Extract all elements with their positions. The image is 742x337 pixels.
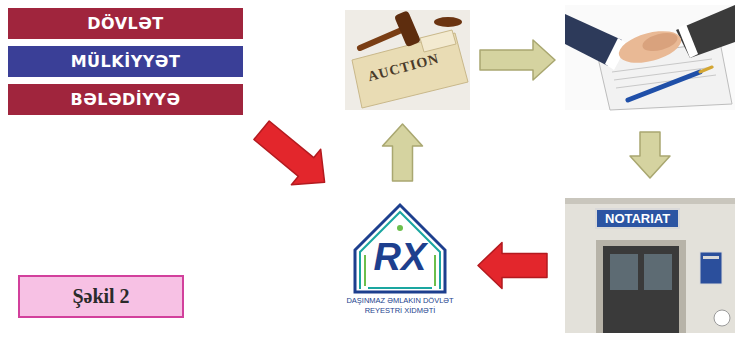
flow-arrow <box>478 243 547 289</box>
auction-illustration <box>345 10 470 110</box>
handshake-picture <box>565 5 735 110</box>
auction-illustration-part <box>434 17 462 27</box>
handshake-illustration-part <box>565 5 735 110</box>
auction-sign: AUCTION <box>366 51 441 85</box>
flow-arrow <box>630 132 670 178</box>
handshake-illustration-part <box>615 25 684 69</box>
notary-office-illustration-part <box>714 310 730 326</box>
notary-office-illustration-part <box>703 256 719 259</box>
band-label: MÜLKİYYƏT <box>71 52 181 71</box>
registry-logo-illustration-part <box>364 255 366 286</box>
office-sign: NOTARIAT <box>595 208 680 229</box>
band-label: DÖVLƏT <box>87 14 164 33</box>
notary-office-illustration-part <box>700 252 722 284</box>
logo-mark: RX <box>340 235 460 279</box>
auction-picture: AUCTION <box>345 10 470 110</box>
registry-logo-illustration-part <box>397 225 403 231</box>
owner-band: MÜLKİYYƏT <box>8 46 243 77</box>
notary-office-illustration-part <box>610 254 638 290</box>
handshake-illustration-part <box>628 72 700 100</box>
notary-office-picture: NOTARIAT <box>565 198 735 333</box>
notary-office-illustration <box>565 198 735 333</box>
notary-office-illustration-part <box>565 198 735 333</box>
owner-band: DÖVLƏT <box>8 8 243 39</box>
auction-illustration-part <box>394 10 421 47</box>
handshake-illustration-part <box>676 5 735 58</box>
notary-office-illustration-part <box>565 198 735 204</box>
handshake-illustration <box>565 5 735 110</box>
logo-caption: DAŞINMAZ ƏMLAKIN DÖVLƏT REYESTRİ XİDMƏTİ <box>340 296 460 316</box>
registry-logo-illustration-part <box>340 195 460 333</box>
flow-arrow <box>383 124 423 181</box>
registry-logo: RX DAŞINMAZ ƏMLAKIN DÖVLƏT REYESTRİ XİDMƏ… <box>340 195 460 333</box>
flow-arrow <box>480 40 555 80</box>
registry-logo-illustration <box>340 195 460 333</box>
notary-office-illustration-part <box>603 246 679 333</box>
band-label: BƏLƏDİYYƏ <box>70 90 180 109</box>
figure-caption: Şəkil 2 <box>18 275 184 318</box>
owner-band: BƏLƏDİYYƏ <box>8 84 243 115</box>
auction-illustration-part <box>420 30 456 52</box>
handshake-illustration-part <box>641 30 680 55</box>
auction-illustration-part <box>360 29 404 48</box>
registry-logo-illustration-part <box>434 255 436 286</box>
handshake-illustration-part <box>700 67 712 72</box>
notary-office-illustration-part <box>644 254 672 290</box>
flow-arrow <box>254 121 325 185</box>
auction-illustration-part <box>345 10 470 110</box>
notary-office-illustration-part <box>596 240 686 333</box>
registry-logo-illustration-part <box>368 287 432 289</box>
